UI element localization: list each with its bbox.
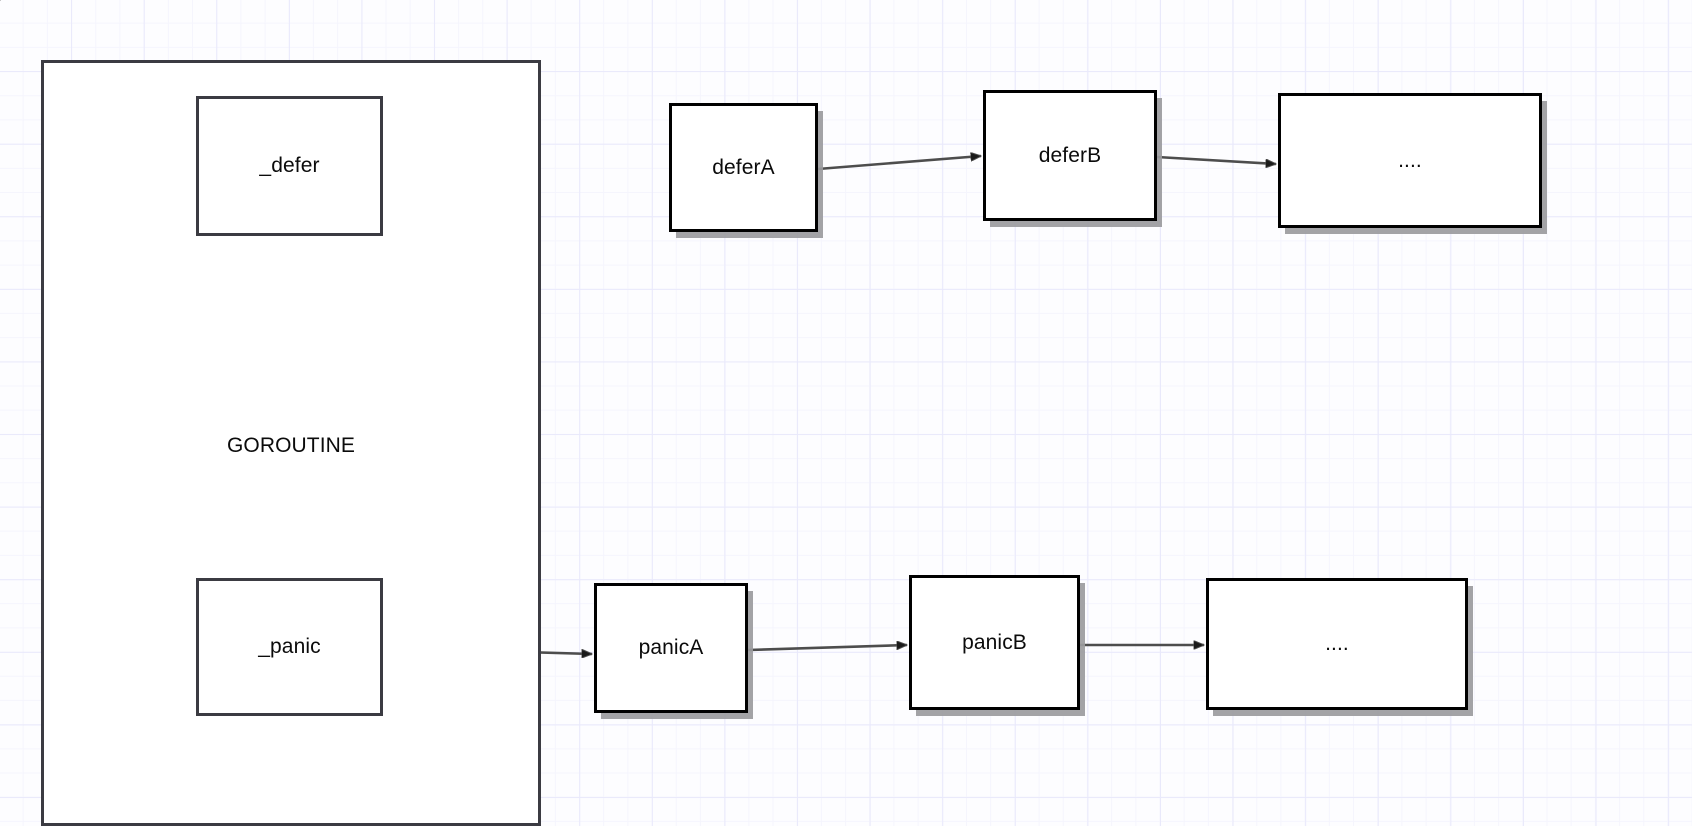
node-panic-a[interactable]: panicA [594,583,748,713]
goroutine-label: GOROUTINE [226,434,356,457]
node-label: panicA [638,636,704,660]
edge-deferA-to-deferB [1156,155,1276,164]
node-label: deferA [712,155,775,179]
node-defer-field[interactable]: _defer [196,96,383,236]
node-panic-b[interactable]: panicB [909,575,1080,710]
node-label: _defer [259,154,320,178]
edge-defer-to-deferA [817,156,981,171]
node-panic-field[interactable]: _panic [196,578,383,716]
node-label: _panic [258,635,321,659]
node-defer-more[interactable]: .... [1278,93,1542,228]
edge-panic-to-panicA [747,645,907,652]
node-label: panicB [962,630,1027,654]
node-label: .... [1398,148,1422,172]
node-defer-a[interactable]: deferA [669,103,818,232]
node-panic-more[interactable]: .... [1206,578,1468,710]
node-label: .... [1325,632,1349,656]
node-label: deferB [1038,143,1102,167]
node-defer-b[interactable]: deferB [983,90,1157,221]
